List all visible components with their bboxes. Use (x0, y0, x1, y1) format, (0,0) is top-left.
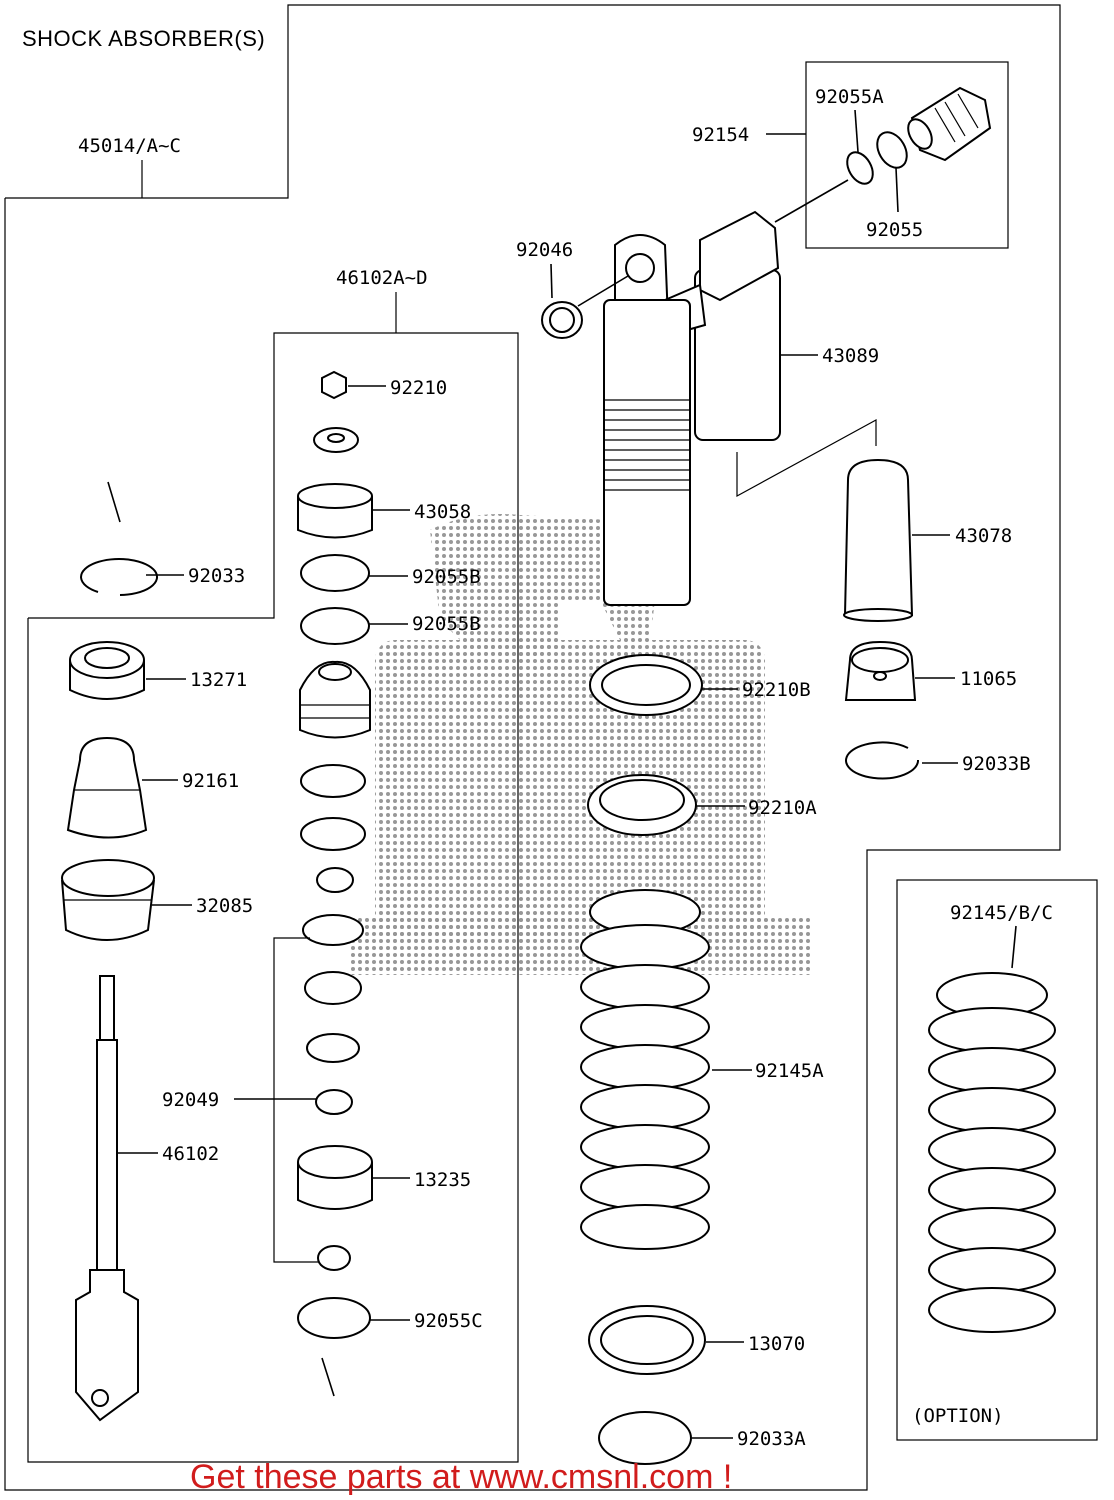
adjuster-box (805, 61, 1009, 249)
shock-body (603, 210, 781, 606)
shim (306, 1033, 360, 1063)
diagram-title: SHOCK ABSORBER(S) (22, 26, 265, 51)
lock-nut-92210B (589, 654, 703, 716)
label-92055A: 92055A (815, 86, 884, 108)
bushing-43058 (297, 483, 373, 539)
label-13070: 13070 (748, 1333, 805, 1355)
footer-link[interactable]: Get these parts at www.cmsnl.com ! (190, 1458, 732, 1496)
label-92145A: 92145A (755, 1060, 824, 1082)
label-92055C: 92055C (414, 1310, 483, 1332)
label-92210: 92210 (390, 377, 447, 399)
label-92154: 92154 (692, 124, 749, 146)
washer-1 (300, 764, 366, 798)
label-92210A: 92210A (748, 797, 817, 819)
piston (304, 971, 362, 1005)
spring-92145BC (928, 972, 1056, 1333)
label-92055: 92055 (866, 219, 923, 241)
label-43058: 43058 (414, 501, 471, 523)
o-ring-92055 (876, 131, 908, 169)
valve-spring (316, 867, 354, 893)
circlip-92033A (598, 1411, 692, 1465)
label-46102AD: 46102A~D (336, 267, 428, 289)
label-92055B-1: 92055B (412, 566, 481, 588)
spring-guide-13070 (588, 1305, 706, 1375)
o-ring-92055A (846, 151, 874, 185)
label-92049: 92049 (162, 1089, 219, 1111)
label-46102: 46102 (162, 1143, 219, 1165)
kit-boundary (27, 292, 519, 1463)
assembly-boundary (4, 4, 1061, 1491)
bump-cap-13271 (69, 641, 145, 700)
bladder-43078 (843, 458, 914, 622)
o-ring-92055C (297, 1297, 371, 1339)
label-45014: 45014/A~C (78, 135, 181, 157)
label-92145BC: 92145/B/C (950, 902, 1053, 924)
circlip-92033 (80, 558, 158, 596)
cylinder-threads (604, 399, 690, 491)
label-11065: 11065 (960, 668, 1017, 690)
label-92033A: 92033A (737, 1428, 806, 1450)
label-32085: 32085 (196, 895, 253, 917)
bushing-small (317, 1245, 351, 1271)
label-43089: 43089 (822, 345, 879, 367)
seal-92049 (315, 1089, 353, 1115)
bracket-line-92049 (273, 937, 320, 1263)
seal-head (299, 660, 371, 739)
cap-11065 (844, 640, 917, 701)
label-92161: 92161 (182, 770, 239, 792)
label-92055B-2: 92055B (412, 613, 481, 635)
label-13271: 13271 (190, 669, 247, 691)
o-ring-92055B-2 (300, 607, 370, 645)
nut-92210A (587, 774, 697, 836)
label-13235: 13235 (414, 1169, 471, 1191)
o-ring-92055B-1 (300, 554, 370, 592)
label-92210B: 92210B (742, 679, 811, 701)
nut-92210 (321, 370, 347, 400)
bearing-92046 (541, 301, 583, 339)
rod-46102 (75, 975, 139, 1422)
option-note: (OPTION) (912, 1405, 1004, 1427)
piston-ring (302, 914, 364, 946)
bump-rubber-92161 (66, 736, 148, 839)
label-92033: 92033 (188, 565, 245, 587)
option-box (896, 879, 1098, 1441)
collar-13235 (297, 1145, 373, 1210)
washer-2 (300, 817, 366, 851)
spring-92145A (580, 889, 710, 1250)
adjuster-knob-92154 (907, 86, 992, 162)
cover-32085 (61, 859, 155, 941)
label-92046: 92046 (516, 239, 573, 261)
circlip-92033B (845, 741, 920, 780)
label-92033B: 92033B (962, 753, 1031, 775)
cms-watermark-logo (350, 514, 810, 975)
label-43078: 43078 (955, 525, 1012, 547)
